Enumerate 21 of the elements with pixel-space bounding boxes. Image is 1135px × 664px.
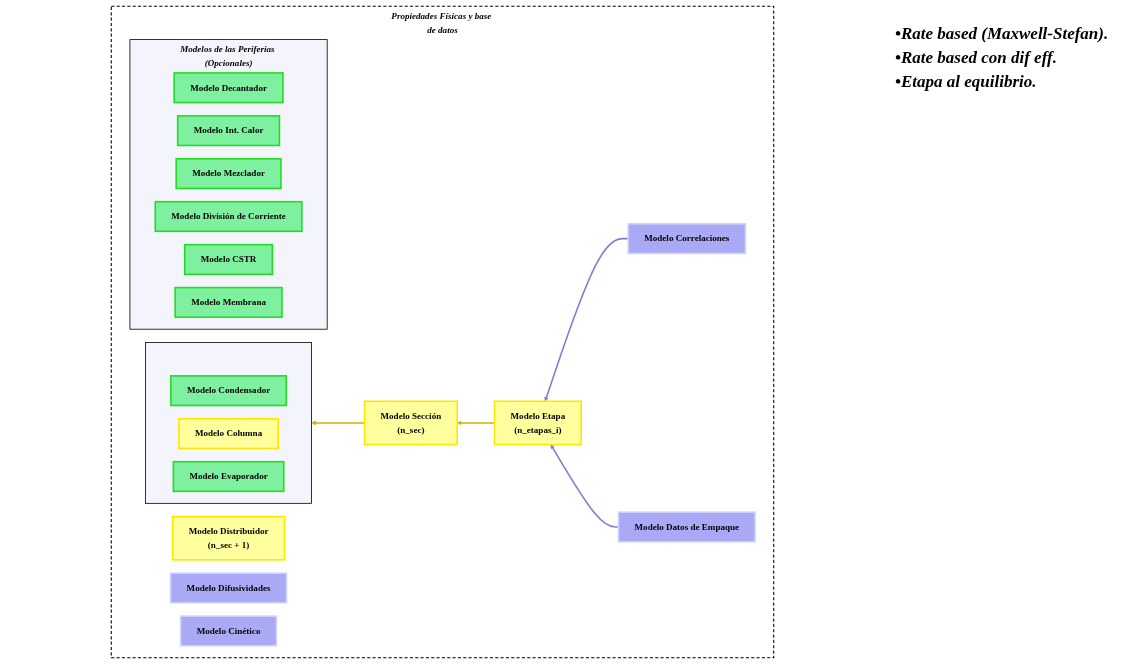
node-box: Modelo Condensador	[170, 375, 288, 407]
node-box: Modelo Etapa (n_etapas_i)	[493, 400, 582, 446]
node-box: Modelo Sección (n_sec)	[363, 400, 458, 446]
bullet-note: •Rate based (Maxwell-Stefan).	[895, 24, 1110, 44]
arrow	[544, 237, 629, 402]
node-box: Modelo Evaporador	[172, 460, 285, 493]
node-box: Modelo División de Corriente	[154, 200, 303, 233]
node-box: Modelo Datos de Empaque	[617, 511, 756, 543]
cluster	[145, 342, 312, 504]
node-box: Modelo Mezclador	[175, 158, 282, 190]
node-box: Modelo Columna	[178, 418, 279, 450]
node-box: Modelo CSTR	[183, 243, 274, 276]
node-box: Modelo Int. Calor	[176, 115, 281, 147]
node-box: Modelo Difusividades	[169, 572, 288, 604]
node-box: Modelo Distribuidor (n_sec + 1)	[171, 515, 286, 561]
node-box: Modelo Decantador	[173, 72, 284, 104]
node-box: Modelo Membrana	[174, 286, 283, 318]
bullet-note: •Rate based con dif eff.	[895, 48, 1058, 68]
node-box: Modelo Correlaciones	[627, 223, 747, 255]
node-box: Modelo Cinético	[179, 615, 278, 647]
bullet-note: •Etapa al equilibrio.	[895, 72, 1038, 92]
